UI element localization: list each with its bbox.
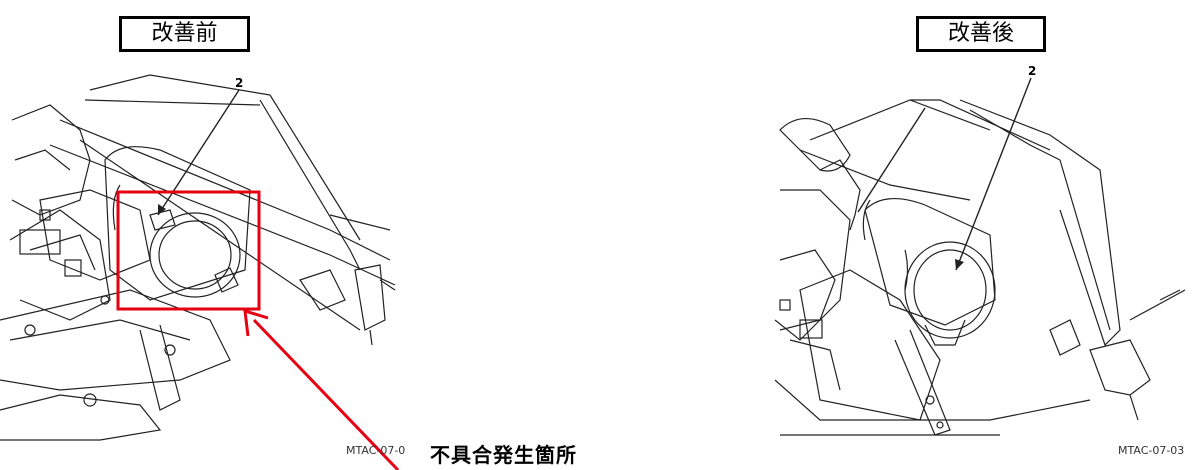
before-drawing-code: MTAC-07-0	[346, 444, 406, 457]
after-callout-number: 2	[1028, 64, 1037, 78]
after-drawing-code: MTAC-07-03	[1118, 444, 1185, 457]
before-callout-number: 2	[235, 76, 244, 90]
before-technical-drawing	[0, 74, 396, 441]
before-improvement-label: 改善前	[119, 16, 250, 52]
problem-location-label: 不具合発生箇所	[430, 443, 577, 467]
after-technical-drawing	[774, 99, 1186, 436]
after-improvement-label: 改善後	[916, 16, 1046, 52]
